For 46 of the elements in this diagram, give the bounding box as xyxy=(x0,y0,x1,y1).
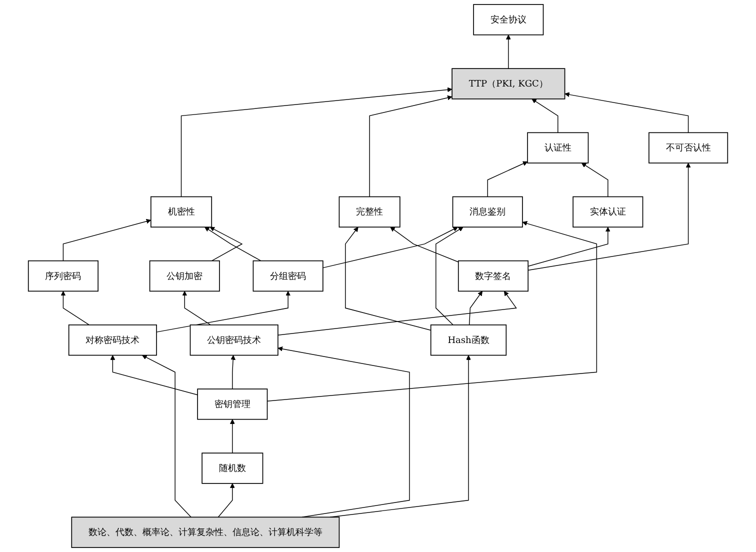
arrow xyxy=(266,221,598,402)
node-box: 实体认证 xyxy=(572,196,644,228)
node-box: 不可否认性 xyxy=(648,132,728,164)
arrow xyxy=(60,290,90,326)
arrow xyxy=(345,226,432,331)
arrow xyxy=(210,226,243,262)
node-box: 数论、代数、概率论、计算复杂性、信息论、计算机科学等 xyxy=(71,516,340,548)
node-box: Hash函数 xyxy=(430,324,507,356)
arrow xyxy=(468,290,483,326)
arrow xyxy=(142,355,192,518)
node-box: 分组密码 xyxy=(252,260,324,292)
arrow xyxy=(528,162,691,271)
node-box: TTP（PKI, KGC） xyxy=(452,68,566,100)
arrow xyxy=(436,226,464,326)
node-box: 随机数 xyxy=(202,452,264,484)
node-box: 机密性 xyxy=(150,196,212,228)
node-box: 对称密码技术 xyxy=(68,324,157,356)
arrow xyxy=(62,218,152,262)
node-box: 安全协议 xyxy=(473,4,544,36)
node-box: 密钥管理 xyxy=(197,388,268,420)
arrow xyxy=(204,226,262,262)
node-box: 数字签名 xyxy=(458,260,528,292)
arrow xyxy=(532,98,558,134)
node-box: 公钥加密 xyxy=(149,260,220,292)
arrow xyxy=(278,290,517,336)
arrow xyxy=(528,226,610,267)
arrow xyxy=(182,290,212,326)
node-box: 认证性 xyxy=(527,132,589,164)
arrow xyxy=(218,483,235,518)
arrow xyxy=(230,355,236,390)
arrow xyxy=(230,419,235,454)
node-box: 消息鉴别 xyxy=(452,196,523,228)
arrow xyxy=(564,92,689,134)
arrow xyxy=(390,226,459,262)
arrow xyxy=(322,226,458,268)
arrow xyxy=(110,355,198,396)
node-box: 完整性 xyxy=(338,196,400,228)
arrow xyxy=(180,87,452,198)
node-box: 公钥密码技术 xyxy=(190,324,278,356)
arrow xyxy=(487,161,528,198)
arrow xyxy=(156,290,291,332)
arrow xyxy=(369,95,452,198)
arrow xyxy=(581,162,608,198)
arrow xyxy=(506,34,511,69)
node-box: 序列密码 xyxy=(28,260,98,292)
arrow xyxy=(278,346,410,518)
